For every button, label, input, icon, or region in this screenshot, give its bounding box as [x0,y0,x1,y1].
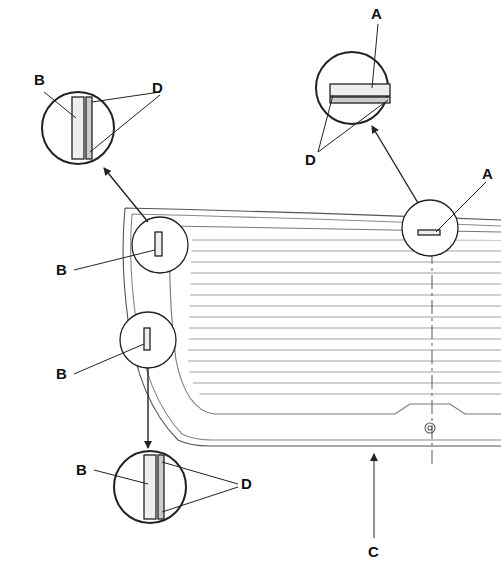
callout-letter: D [305,152,316,167]
callout-letter: B [56,262,67,277]
callout-letter: C [368,544,379,559]
callout-letter: D [152,80,163,95]
detail-arrows [104,126,418,448]
callout-letter: B [56,366,67,381]
callout-letter: B [34,72,45,87]
callout-letter: B [76,462,87,477]
callout-letter: D [241,476,252,491]
rear-glass [0,200,501,466]
callout-letter: A [482,166,493,181]
detail-circles [42,52,458,523]
leader-lines [44,24,486,538]
callout-letter: A [371,6,382,21]
